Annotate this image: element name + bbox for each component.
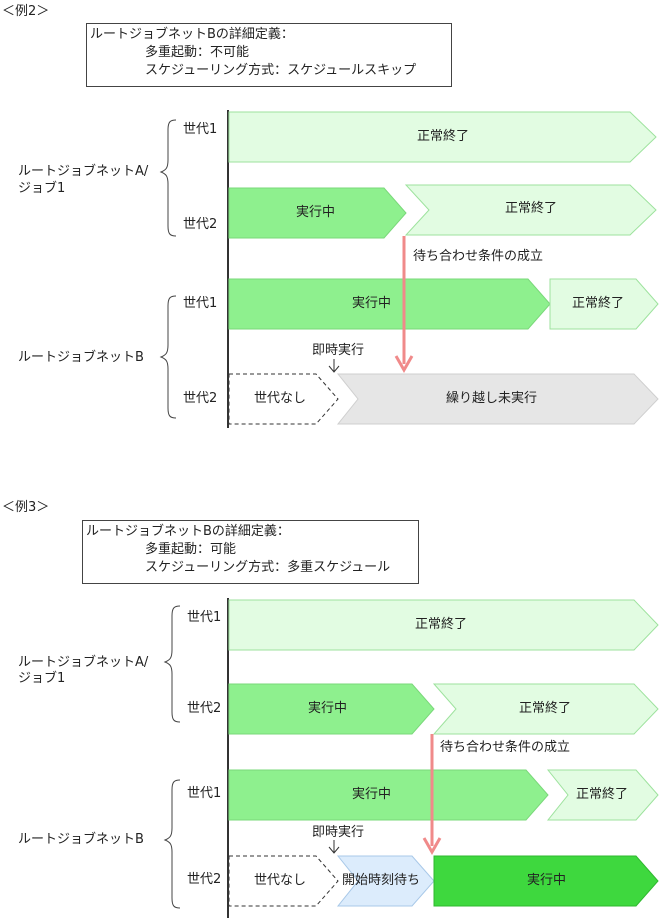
a-gen1-label: 世代1 [187, 610, 222, 625]
definition-title: ルートジョブネットBの詳細定義： [90, 27, 294, 42]
condition-text: 待ち合わせ条件の成立 [440, 740, 571, 755]
a-gen2-running-bar [228, 187, 407, 239]
a-gen2-label: 世代2 [187, 701, 222, 716]
group-a-label-line1: ルートジョブネットA/ [18, 164, 149, 179]
example3-definition-box: ルートジョブネットBの詳細定義： 多重起動：可能 スケジューリング方式：多重スケ… [82, 520, 419, 584]
b-gen1-label: 世代1 [183, 296, 218, 311]
a-gen1-done-text: 正常終了 [417, 129, 470, 144]
b-gen2-running-text: 実行中 [527, 873, 567, 888]
definition-multiple-start: 多重起動：可能 [145, 542, 237, 557]
definition-scheduling: スケジューリング方式：スケジュールスキップ [145, 63, 417, 78]
b-gen1-running-text: 実行中 [352, 296, 392, 311]
brace-group-b [163, 779, 181, 909]
b-gen2-none-text: 世代なし [254, 391, 307, 406]
a-gen1-done-bar [228, 599, 659, 651]
b-gen1-label: 世代1 [187, 786, 222, 801]
example3-heading: ＜例3＞ [2, 500, 50, 515]
a-gen2-label: 世代2 [183, 217, 218, 232]
condition-text: 待ち合わせ条件の成立 [413, 249, 544, 264]
b-gen2-none-bar [228, 373, 339, 425]
b-gen2-skip-text: 繰り越し未実行 [446, 391, 538, 406]
a-gen1-done-bar [228, 111, 657, 163]
b-gen1-done-bar [546, 769, 659, 821]
a-gen2-done-text: 正常終了 [519, 701, 572, 716]
b-gen2-none-bar [228, 855, 339, 907]
group-a-label-line2: ジョブ1 [18, 181, 66, 196]
a-gen2-done-bar [432, 683, 659, 735]
definition-multiple-start: 多重起動：不可能 [145, 45, 250, 60]
brace-group-a [159, 119, 177, 237]
example2-heading: ＜例2＞ [2, 4, 50, 19]
group-a-label-line2: ジョブ1 [18, 671, 66, 686]
group-b-label: ルートジョブネットB [18, 832, 144, 847]
b-gen2-none-text: 世代なし [254, 873, 307, 888]
a-gen2-running-text: 実行中 [296, 205, 336, 220]
definition-scheduling: スケジューリング方式：多重スケジュール [145, 560, 391, 575]
b-gen2-waiting-text: 開始時刻待ち [342, 873, 421, 888]
a-gen2-running-bar [228, 683, 435, 735]
a-gen1-label: 世代1 [183, 122, 218, 137]
b-gen1-done-bar [549, 278, 659, 330]
group-b-label: ルートジョブネットB [18, 350, 144, 365]
b-gen2-running-bar [433, 855, 659, 907]
brace-group-b [159, 295, 177, 419]
b-gen1-running-text: 実行中 [352, 787, 392, 802]
b-gen1-done-text: 正常終了 [572, 296, 625, 311]
immediate-text: 即時実行 [312, 825, 365, 840]
a-gen2-running-text: 実行中 [308, 701, 348, 716]
b-gen2-waiting-bar [336, 855, 435, 907]
a-gen2-done-bar [404, 184, 657, 236]
immediate-text: 即時実行 [312, 343, 365, 358]
a-gen1-done-text: 正常終了 [415, 617, 468, 632]
definition-title: ルートジョブネットBの詳細定義： [86, 524, 290, 539]
b-gen1-running-bar [228, 278, 551, 330]
b-gen2-skip-bar [336, 373, 659, 425]
example2-definition-box: ルートジョブネットBの詳細定義： 多重起動：不可能 スケジューリング方式：スケジ… [86, 23, 452, 87]
b-gen1-running-bar [228, 769, 549, 821]
group-a-label-line1: ルートジョブネットA/ [18, 655, 149, 670]
a-gen2-done-text: 正常終了 [505, 201, 558, 216]
b-gen1-done-text: 正常終了 [576, 787, 629, 802]
b-gen2-label: 世代2 [187, 872, 222, 887]
brace-group-a [163, 605, 181, 723]
b-gen2-label: 世代2 [183, 391, 218, 406]
